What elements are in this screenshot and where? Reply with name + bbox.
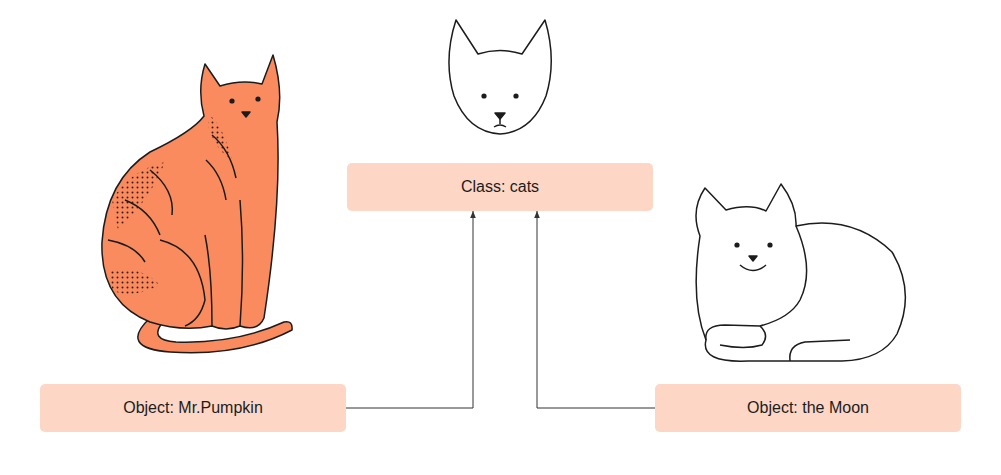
cat-stripes [108, 135, 243, 326]
connector-arrow [346, 211, 473, 408]
box-label: Class: cats [461, 178, 539, 196]
orange-cat [102, 55, 292, 353]
white-cat [696, 184, 905, 361]
object-box: Object: Mr.Pumpkin [40, 384, 346, 432]
cat-head-icon [449, 20, 551, 134]
cat-dots [110, 115, 232, 294]
box-label: Object: Mr.Pumpkin [123, 399, 263, 417]
box-label: Object: the Moon [747, 399, 869, 417]
cat-body [102, 55, 280, 329]
connector-arrow [537, 211, 655, 408]
object-box: Object: the Moon [655, 384, 961, 432]
class-box: Class: cats [347, 163, 653, 211]
